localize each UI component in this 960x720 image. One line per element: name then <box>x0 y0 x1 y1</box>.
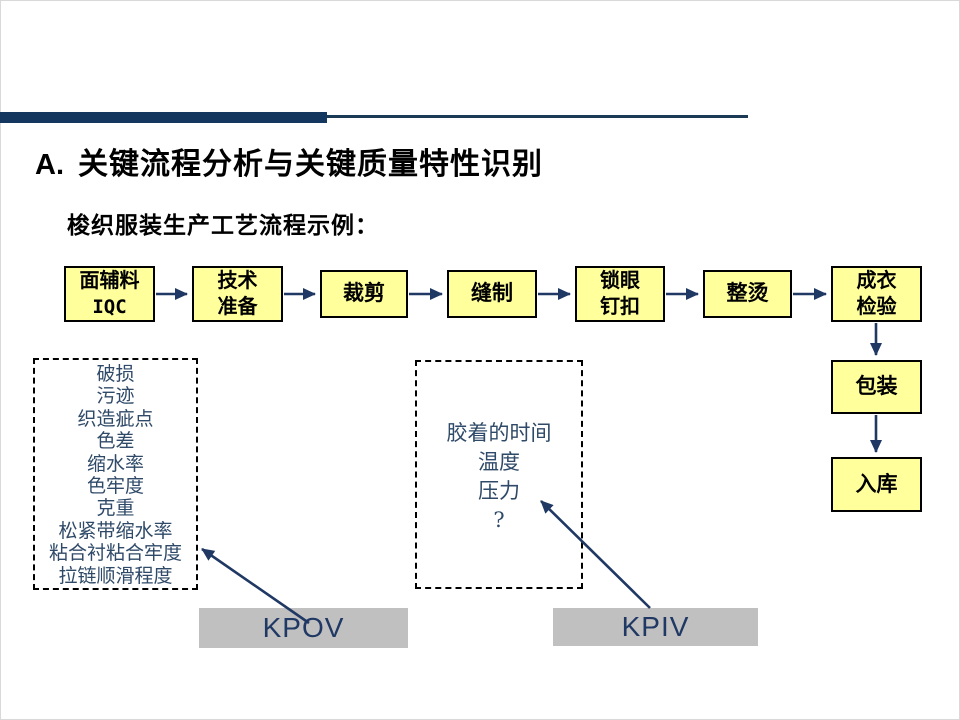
flow-step-label: 缝制 <box>471 282 513 305</box>
kpov-label: KPOV <box>199 608 408 648</box>
flow-step-sewing: 缝制 <box>447 270 537 318</box>
flow-step-label: 准备 <box>217 296 258 318</box>
flow-step-packing: 包装 <box>831 360 922 414</box>
flow-step-label: 入库 <box>855 472 898 496</box>
kpov-list-item: 缩水率 <box>86 452 144 475</box>
flow-step-label: 检验 <box>856 296 897 318</box>
flow-step-tech-prep: 技术 准备 <box>192 266 283 322</box>
flow-step-pressing: 整烫 <box>703 270 792 318</box>
flow-step-warehousing: 入库 <box>831 457 922 512</box>
kpov-list-item: 色牢度 <box>86 475 144 498</box>
top-bar-thin <box>327 115 748 118</box>
flow-step-label: 钉扣 <box>600 296 640 318</box>
kpov-list-item: 克重 <box>96 497 135 520</box>
kpov-list-item: 织造疵点 <box>77 407 154 430</box>
flow-step-inspection: 成衣 检验 <box>831 266 922 322</box>
flow-step-label: 锁眼 <box>600 270 640 292</box>
flow-step-fabric-iqc: 面辅料 IQC <box>64 266 155 322</box>
flow-step-label: 裁剪 <box>343 282 385 305</box>
flow-step-cutting: 裁剪 <box>320 270 408 318</box>
flow-step-label: 成衣 <box>856 270 897 292</box>
kpiv-list-box: 胶着的时间 温度 压力 ? <box>415 360 583 589</box>
kpov-list-item: 色差 <box>96 430 135 453</box>
flow-step-label: 面辅料 <box>79 270 140 292</box>
flow-step-label: 包装 <box>855 375 898 398</box>
flow-step-label: 整烫 <box>726 282 769 305</box>
flow-step-buttonhole: 锁眼 钉扣 <box>575 266 665 322</box>
kpiv-list-item: ? <box>493 508 505 532</box>
subtitle: 梭织服装生产工艺流程示例： <box>67 212 379 238</box>
title-text: 关键流程分析与关键质量特性识别 <box>78 148 543 181</box>
kpov-list-item: 拉链顺滑程度 <box>58 564 173 587</box>
kpov-list-item: 粘合衬粘合牢度 <box>48 542 182 565</box>
kpov-list-item: 破损 <box>96 363 135 385</box>
kpiv-list-item: 温度 <box>478 450 520 474</box>
kpov-list-box: 破损 污迹 织造疵点 色差 缩水率 色牢度 克重 松紧带缩水率 粘合衬粘合牢度 … <box>33 358 198 590</box>
kpov-list-item: 松紧带缩水率 <box>58 519 173 542</box>
kpov-list-item: 污迹 <box>96 385 135 408</box>
flow-step-label: 技术 <box>217 270 258 292</box>
kpiv-list-item: 胶着的时间 <box>446 421 552 445</box>
flow-step-label: IQC <box>92 296 127 318</box>
kpiv-list-item: 压力 <box>478 479 520 503</box>
title-prefix: A. <box>35 149 64 181</box>
top-bar-thick <box>0 112 327 123</box>
kpiv-label: KPIV <box>553 608 758 646</box>
page-title: A. 关键流程分析与关键质量特性识别 <box>35 139 543 183</box>
